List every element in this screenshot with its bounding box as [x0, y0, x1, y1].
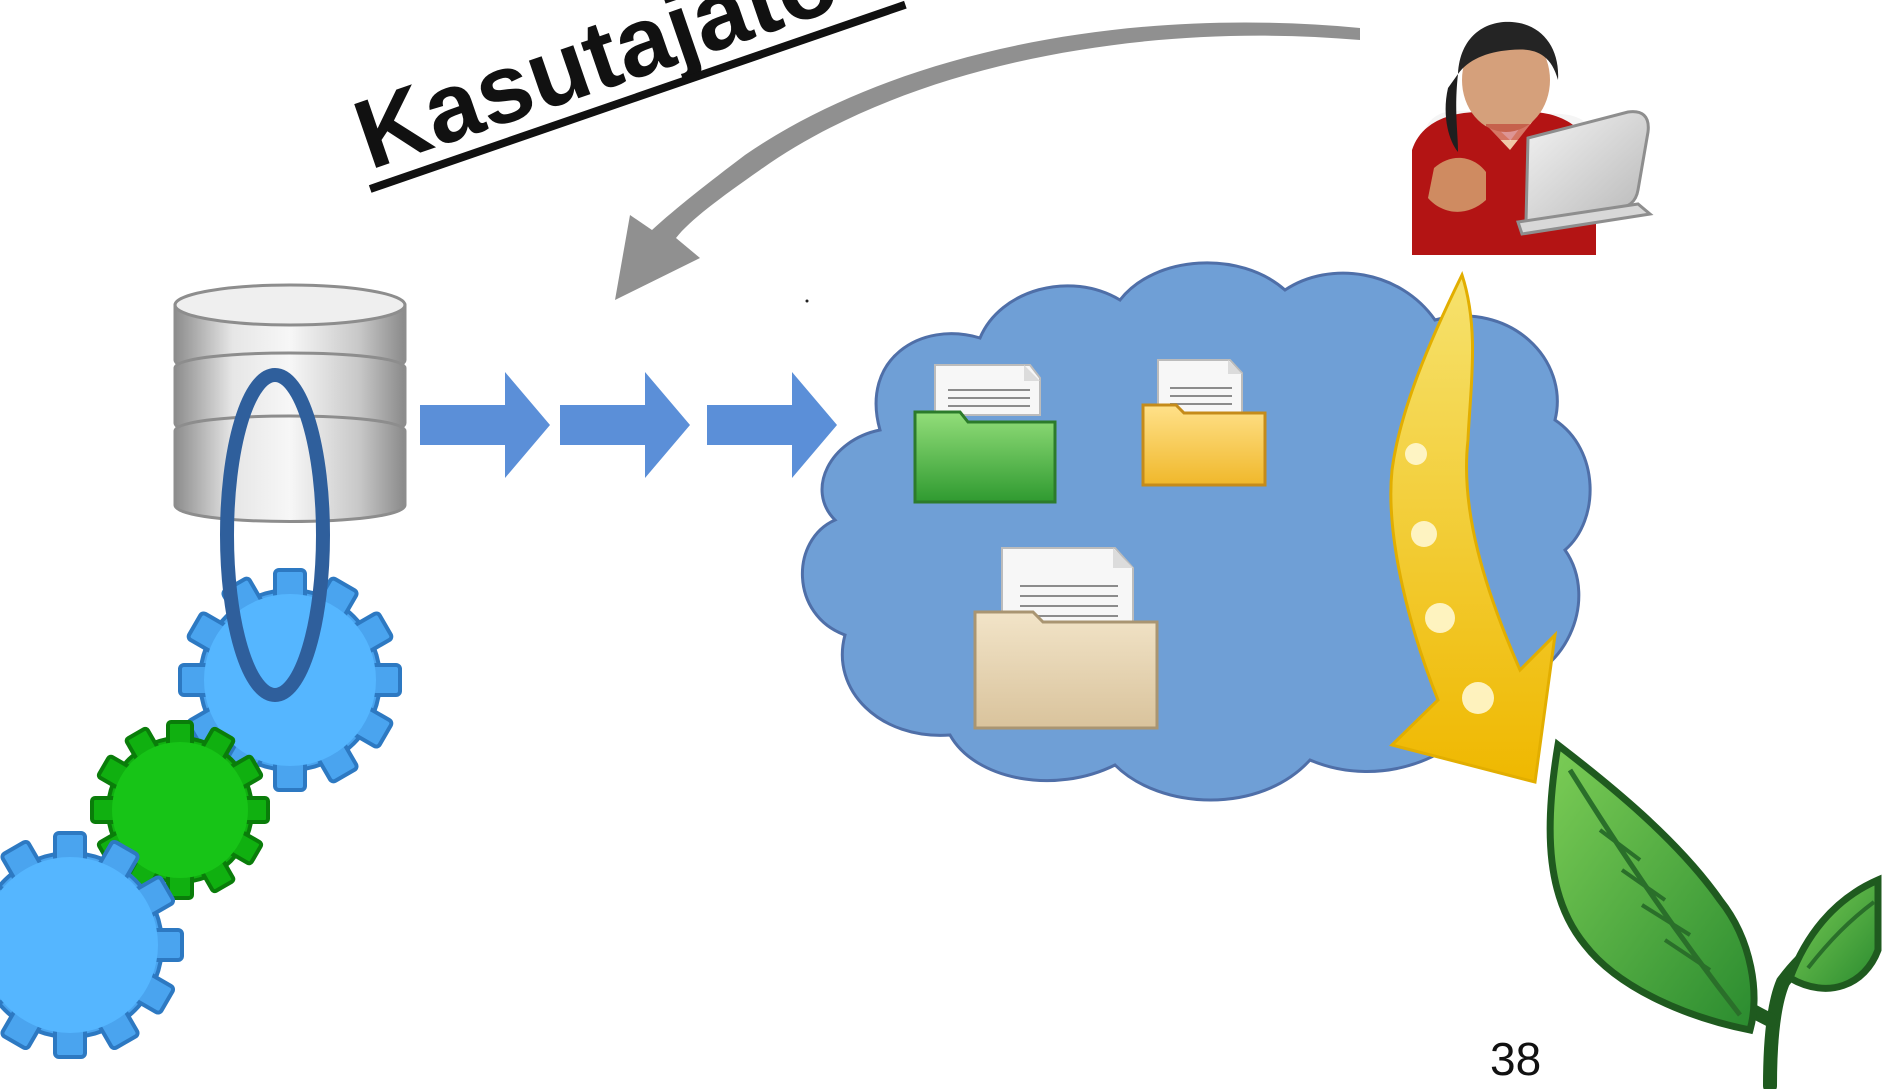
blue-gear-top-icon	[178, 568, 402, 792]
database-icon	[173, 283, 407, 523]
beige-folder-icon	[973, 547, 1159, 730]
green-folder-icon	[913, 364, 1057, 504]
page-number: 38	[1490, 1033, 1542, 1085]
flow-arrow-1	[420, 372, 550, 478]
flow-arrow-2	[560, 372, 690, 478]
highlight-ellipse	[220, 368, 330, 702]
flow-arrow-3	[707, 372, 837, 478]
leaf-sprout-icon	[1546, 738, 1882, 1089]
user-with-laptop-icon	[1412, 21, 1654, 255]
yellow-arrow	[1389, 271, 1558, 784]
slide-title: Kasutajato	[341, 0, 851, 190]
title-underline	[368, 0, 907, 193]
gears-icon	[0, 568, 402, 1059]
tiny-dot	[805, 299, 809, 303]
yellow-folder-icon	[1141, 359, 1267, 487]
return-arrow	[615, 22, 1360, 300]
blue-gear-bottom-icon	[0, 831, 184, 1059]
title-text-group: Kasutajato	[341, 0, 907, 193]
flow-arrows	[420, 372, 837, 478]
